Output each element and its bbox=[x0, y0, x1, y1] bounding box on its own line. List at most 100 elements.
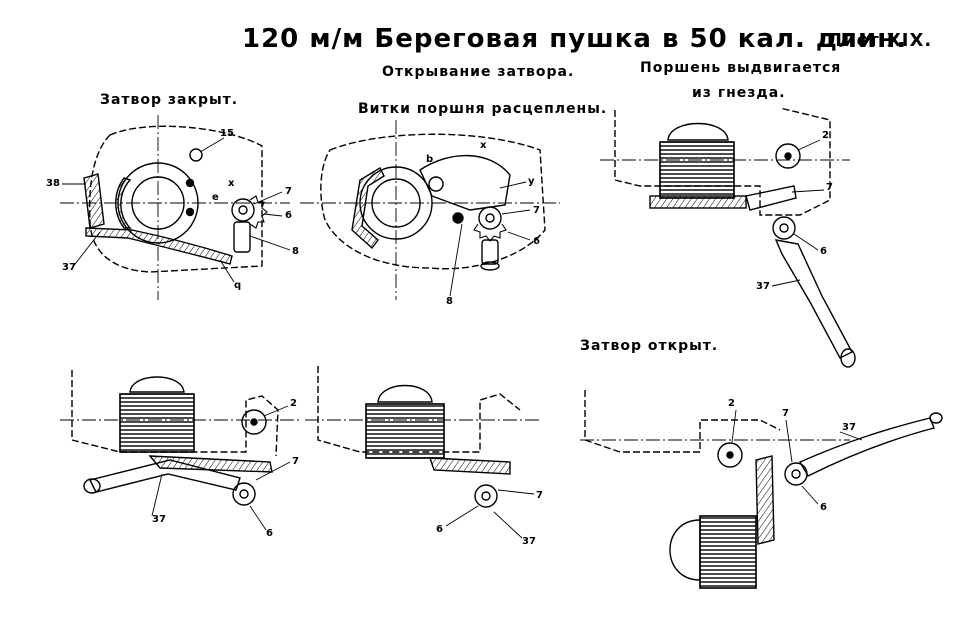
leader-2 bbox=[731, 409, 737, 443]
leader-7 bbox=[501, 209, 531, 215]
leader-7 bbox=[785, 419, 793, 463]
shaft-8 bbox=[233, 221, 251, 253]
caption-piston-withdrawn-1: Поршень выдвигается bbox=[640, 60, 842, 76]
leader-7 bbox=[253, 191, 283, 205]
label-7: 7 bbox=[536, 490, 543, 501]
sheet-number: Лист XIX. bbox=[827, 30, 933, 51]
leader-8 bbox=[249, 235, 291, 251]
pinion-7 bbox=[232, 482, 256, 506]
label-7: 7 bbox=[285, 186, 292, 197]
caption-threads-disengaged: Витки поршня расцеплены. bbox=[358, 101, 608, 117]
axis-2 bbox=[775, 143, 801, 169]
gear-6 bbox=[249, 195, 268, 229]
leader-6 bbox=[445, 505, 479, 527]
carrier-arm bbox=[429, 457, 511, 475]
breech-threads bbox=[115, 177, 132, 229]
leader-y bbox=[499, 181, 527, 189]
carrier-outline bbox=[320, 133, 546, 270]
leader-8 bbox=[449, 223, 463, 297]
leader-7 bbox=[255, 461, 291, 481]
leader-2 bbox=[263, 405, 289, 417]
leader-15 bbox=[199, 137, 225, 153]
label-6: 6 bbox=[820, 502, 827, 513]
label-37: 37 bbox=[152, 514, 166, 525]
housing-outline bbox=[614, 107, 831, 216]
piston-body bbox=[365, 403, 445, 459]
leader-6 bbox=[507, 231, 531, 241]
piston-dome bbox=[129, 376, 185, 393]
breech-ring-inner bbox=[371, 178, 421, 228]
stud-e bbox=[185, 178, 195, 188]
label-6: 6 bbox=[266, 528, 273, 539]
leader-7 bbox=[791, 189, 825, 193]
figure-piston-withdrawn bbox=[600, 107, 856, 368]
stud-lower bbox=[185, 207, 195, 217]
pinion-7 bbox=[478, 206, 502, 230]
pin-b bbox=[428, 176, 444, 192]
carrier-arm bbox=[148, 455, 273, 473]
leader-37 bbox=[493, 511, 523, 539]
label-37: 37 bbox=[62, 262, 76, 273]
breech-ring-inner bbox=[131, 176, 185, 230]
label-6: 6 bbox=[820, 246, 827, 257]
handle-37 bbox=[85, 227, 233, 265]
carrier-arm bbox=[419, 154, 511, 211]
label-2: 2 bbox=[290, 398, 297, 409]
piston-body bbox=[119, 393, 195, 453]
pin-15 bbox=[189, 148, 203, 162]
pinion-7 bbox=[474, 484, 498, 508]
label-8: 8 bbox=[292, 246, 299, 257]
figure-lower-middle bbox=[305, 366, 540, 539]
leader-6 bbox=[263, 213, 283, 217]
label-8: 8 bbox=[446, 296, 453, 307]
pinion-7 bbox=[231, 198, 255, 222]
sheet-title: 120 м/м Береговая пушка в 50 кал. длин. bbox=[242, 24, 908, 54]
leader-6 bbox=[249, 505, 267, 531]
figure-breech-closed bbox=[60, 115, 291, 300]
leader-37 bbox=[151, 473, 163, 517]
label-y: y bbox=[528, 176, 535, 187]
label-6: 6 bbox=[436, 524, 443, 535]
piston-body bbox=[699, 515, 757, 589]
label-6: 6 bbox=[285, 210, 292, 221]
carrier-plate bbox=[755, 455, 775, 545]
handle-grip bbox=[929, 412, 943, 424]
leader-q bbox=[219, 259, 235, 283]
gear-6 bbox=[473, 223, 507, 242]
figure-breech-open bbox=[580, 390, 943, 589]
pinion-7 bbox=[784, 462, 808, 486]
caption-breech-closed: Затвор закрыт. bbox=[100, 92, 239, 108]
figure-lower-left bbox=[60, 370, 300, 531]
label-x: x bbox=[228, 178, 235, 189]
label-q: q bbox=[234, 280, 241, 291]
leader-37 bbox=[839, 431, 863, 441]
caption-breech-opening: Открывание затвора. bbox=[382, 64, 575, 80]
handle-grip bbox=[83, 478, 101, 494]
housing-outline bbox=[71, 370, 279, 457]
piston-dome bbox=[669, 519, 701, 581]
label-37: 37 bbox=[756, 281, 770, 292]
pinion-7 bbox=[772, 216, 796, 240]
label-6: 6 bbox=[533, 236, 540, 247]
leader-2 bbox=[797, 139, 821, 151]
leader-37 bbox=[771, 279, 801, 287]
leader-6 bbox=[801, 485, 819, 505]
carrier-arm bbox=[745, 185, 797, 211]
label-7: 7 bbox=[292, 456, 299, 467]
leader-7 bbox=[497, 489, 535, 495]
piston-dome bbox=[377, 384, 433, 403]
handle-grip bbox=[840, 348, 856, 368]
label-38: 38 bbox=[46, 178, 60, 189]
label-7: 7 bbox=[826, 182, 833, 193]
label-2: 2 bbox=[728, 398, 735, 409]
handle-37 bbox=[799, 417, 935, 477]
housing-outline bbox=[584, 390, 781, 453]
label-2: 2 bbox=[822, 130, 829, 141]
label-e: e bbox=[212, 192, 219, 203]
label-37: 37 bbox=[842, 422, 856, 433]
figure-breech-opening bbox=[300, 120, 560, 300]
axis-2 bbox=[241, 409, 267, 435]
piston-body bbox=[659, 141, 735, 199]
